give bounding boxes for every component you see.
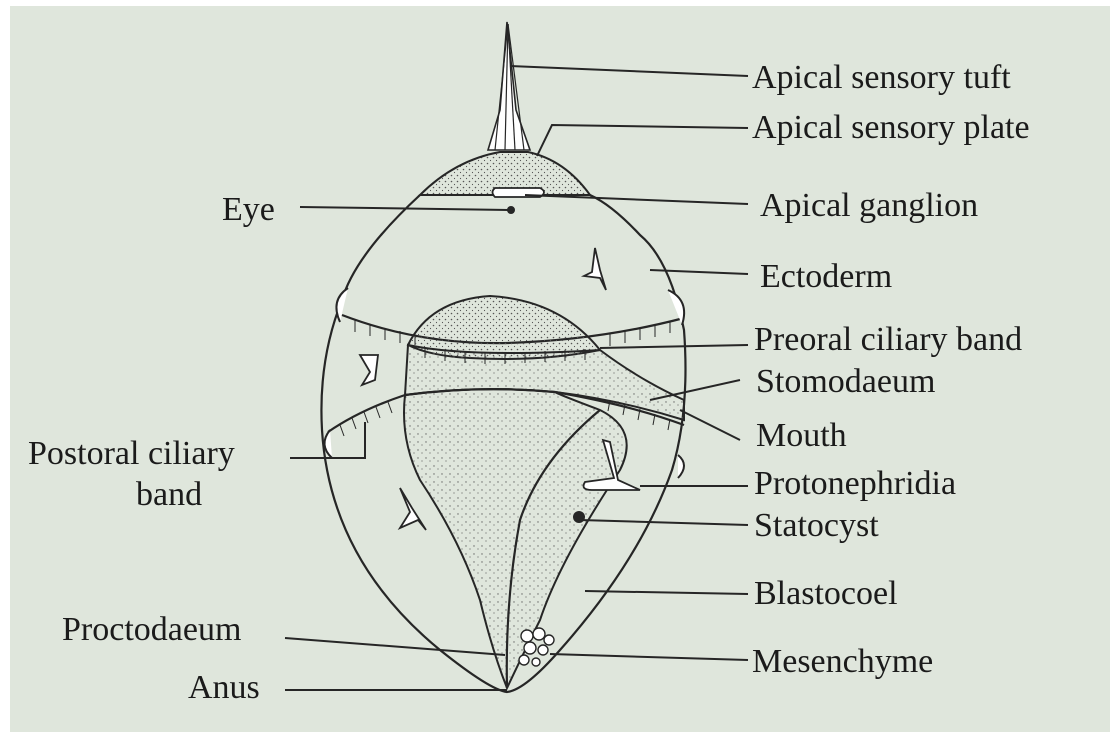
left-postoral-bump bbox=[324, 430, 332, 458]
label-postoral-ciliary-band-line2: band bbox=[136, 476, 202, 513]
protonephridium-left bbox=[360, 355, 378, 385]
mesenchyme-cells bbox=[519, 628, 554, 666]
label-proctodaeum: Proctodaeum bbox=[62, 611, 241, 648]
label-mesenchyme: Mesenchyme bbox=[752, 643, 933, 680]
gut bbox=[404, 389, 627, 688]
protonephridium-upper bbox=[584, 248, 606, 290]
label-statocyst: Statocyst bbox=[754, 507, 879, 544]
label-ectoderm: Ectoderm bbox=[760, 258, 892, 295]
label-apical-sensory-plate: Apical sensory plate bbox=[752, 109, 1030, 146]
label-blastocoel: Blastocoel bbox=[754, 575, 898, 612]
label-apical-sensory-tuft: Apical sensory tuft bbox=[752, 59, 1011, 96]
label-protonephridia: Protonephridia bbox=[754, 465, 956, 502]
label-preoral-ciliary-band: Preoral ciliary band bbox=[754, 321, 1022, 358]
right-postoral-bump bbox=[678, 455, 684, 478]
apical-sensory-tuft bbox=[488, 22, 530, 150]
label-apical-ganglion: Apical ganglion bbox=[760, 187, 978, 224]
label-eye: Eye bbox=[222, 191, 275, 228]
label-stomodaeum: Stomodaeum bbox=[756, 363, 935, 400]
statocyst-dot bbox=[573, 511, 585, 523]
label-postoral-ciliary-band-line1: Postoral ciliary bbox=[28, 435, 235, 472]
label-mouth: Mouth bbox=[756, 417, 847, 454]
label-anus: Anus bbox=[188, 669, 260, 706]
protonephridium-lower-left bbox=[400, 488, 426, 530]
